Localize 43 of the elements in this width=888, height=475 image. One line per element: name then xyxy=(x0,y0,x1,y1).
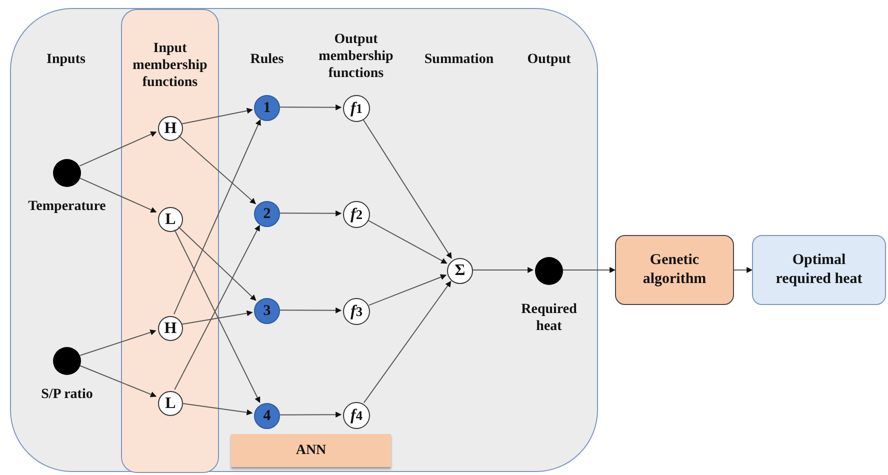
arrow xyxy=(80,330,156,356)
column-heading: Rules xyxy=(249,51,285,68)
column-heading: Summation xyxy=(423,51,495,68)
input-node xyxy=(53,347,81,375)
arrow xyxy=(362,119,452,259)
column-heading: Input membership functions xyxy=(132,40,208,91)
arrow xyxy=(280,104,342,110)
arrow xyxy=(79,365,157,398)
network-panel xyxy=(10,8,598,472)
arrow xyxy=(178,226,256,301)
output-node xyxy=(535,257,563,285)
process-box: Genetic algorithm xyxy=(615,235,734,305)
arrow xyxy=(472,267,534,273)
node-caption: Required heat xyxy=(520,301,578,335)
arrow xyxy=(79,178,157,213)
arrow xyxy=(173,119,261,315)
column-heading: Inputs xyxy=(46,51,86,68)
arrow xyxy=(363,280,452,404)
summation-node: Σ xyxy=(447,258,473,284)
membership-node: H xyxy=(158,116,183,141)
arrow xyxy=(562,267,616,273)
arrow xyxy=(178,134,256,204)
node-caption: S/P ratio xyxy=(40,386,94,403)
arrow xyxy=(280,307,342,314)
result-box: Optimal required heat xyxy=(752,235,886,305)
arrow xyxy=(280,412,342,418)
arrow xyxy=(181,108,253,124)
arrow xyxy=(181,310,253,325)
arrow xyxy=(368,220,448,264)
arrow xyxy=(734,267,753,273)
arrow xyxy=(368,274,447,306)
layer-label-bar: ANN xyxy=(231,434,391,467)
membership-node: L xyxy=(158,207,183,232)
arrow xyxy=(280,210,342,216)
membership-node: L xyxy=(158,391,183,416)
arrow xyxy=(181,402,253,416)
membership-node: H xyxy=(158,316,183,341)
membership-band xyxy=(121,9,219,473)
arrow xyxy=(79,131,157,166)
node-caption: Temperature xyxy=(27,198,107,215)
column-heading: Output xyxy=(526,51,572,68)
column-heading: Output membership functions xyxy=(318,31,394,82)
input-node xyxy=(53,159,81,187)
